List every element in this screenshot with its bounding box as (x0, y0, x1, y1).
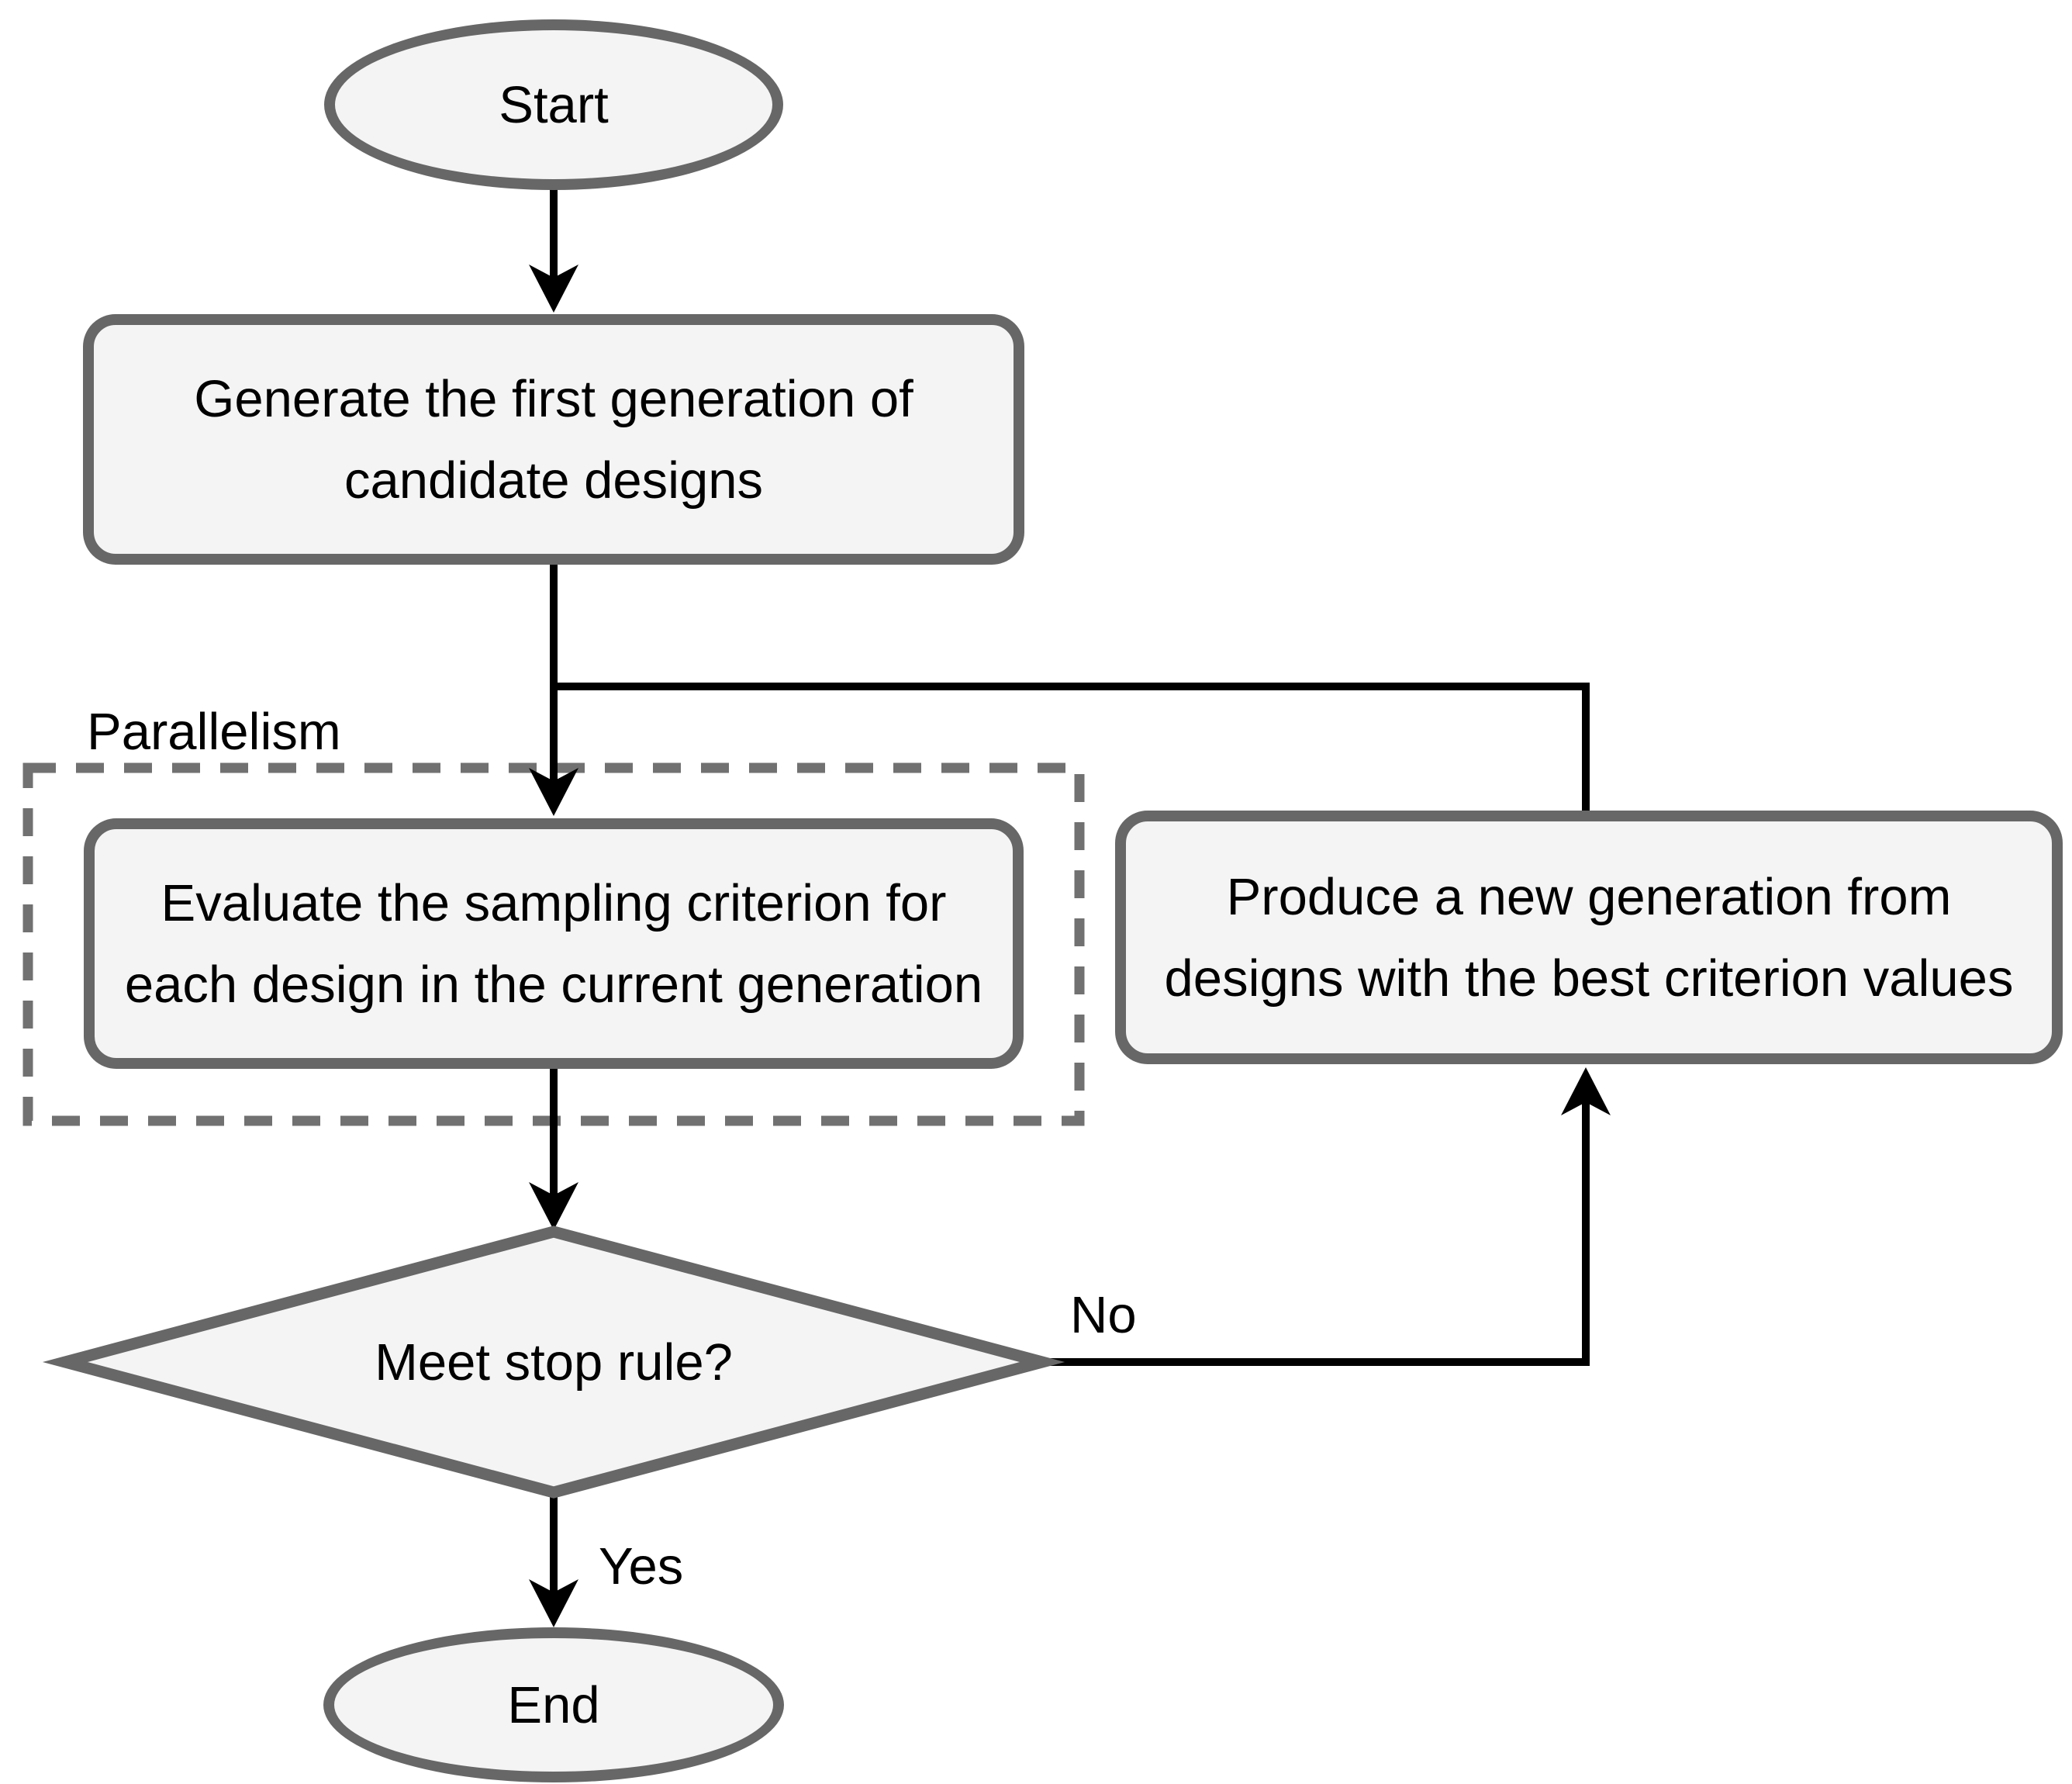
node-evaluate-criterion: Evaluate the sampling criterion for each… (84, 818, 1024, 1069)
node-start: Start (324, 19, 783, 190)
node-generate-label-line1: Generate the first generation of (194, 369, 913, 428)
node-end-label: End (507, 1675, 600, 1734)
arrowhead-into-end (529, 1579, 578, 1627)
node-produce-new-generation: Produce a new generation from designs wi… (1115, 811, 2063, 1064)
arrowhead-into-produce (1561, 1067, 1611, 1115)
decision-diamond-shape (42, 1226, 1065, 1499)
node-start-label: Start (499, 75, 609, 134)
node-generate-label-line2: candidate designs (344, 451, 764, 510)
arrowhead-into-decision (529, 1182, 578, 1230)
edge-label-yes: Yes (599, 1537, 684, 1596)
node-decision-label: Meet stop rule? (375, 1333, 733, 1392)
node-end: End (323, 1627, 784, 1782)
edge-label-no: No (1070, 1286, 1137, 1344)
parallelism-region-label: Parallelism (87, 703, 341, 761)
edge-junction-to-produce-top (554, 683, 1590, 813)
node-evaluate-label-line1: Evaluate the sampling criterion for (161, 873, 947, 932)
node-produce-label-line1: Produce a new generation from (1226, 867, 1952, 926)
arrowhead-start-to-generate (529, 264, 578, 313)
node-produce-label-line2: designs with the best criterion values (1164, 949, 2014, 1008)
node-evaluate-label-line2: each design in the current generation (124, 955, 983, 1014)
arrowhead-into-evaluate (529, 768, 578, 816)
edge-no-to-produce (1042, 1098, 1590, 1366)
node-decision-meet-stop-rule: Meet stop rule? (65, 1232, 1042, 1492)
node-generate-first-generation: Generate the first generation of candida… (83, 314, 1024, 565)
